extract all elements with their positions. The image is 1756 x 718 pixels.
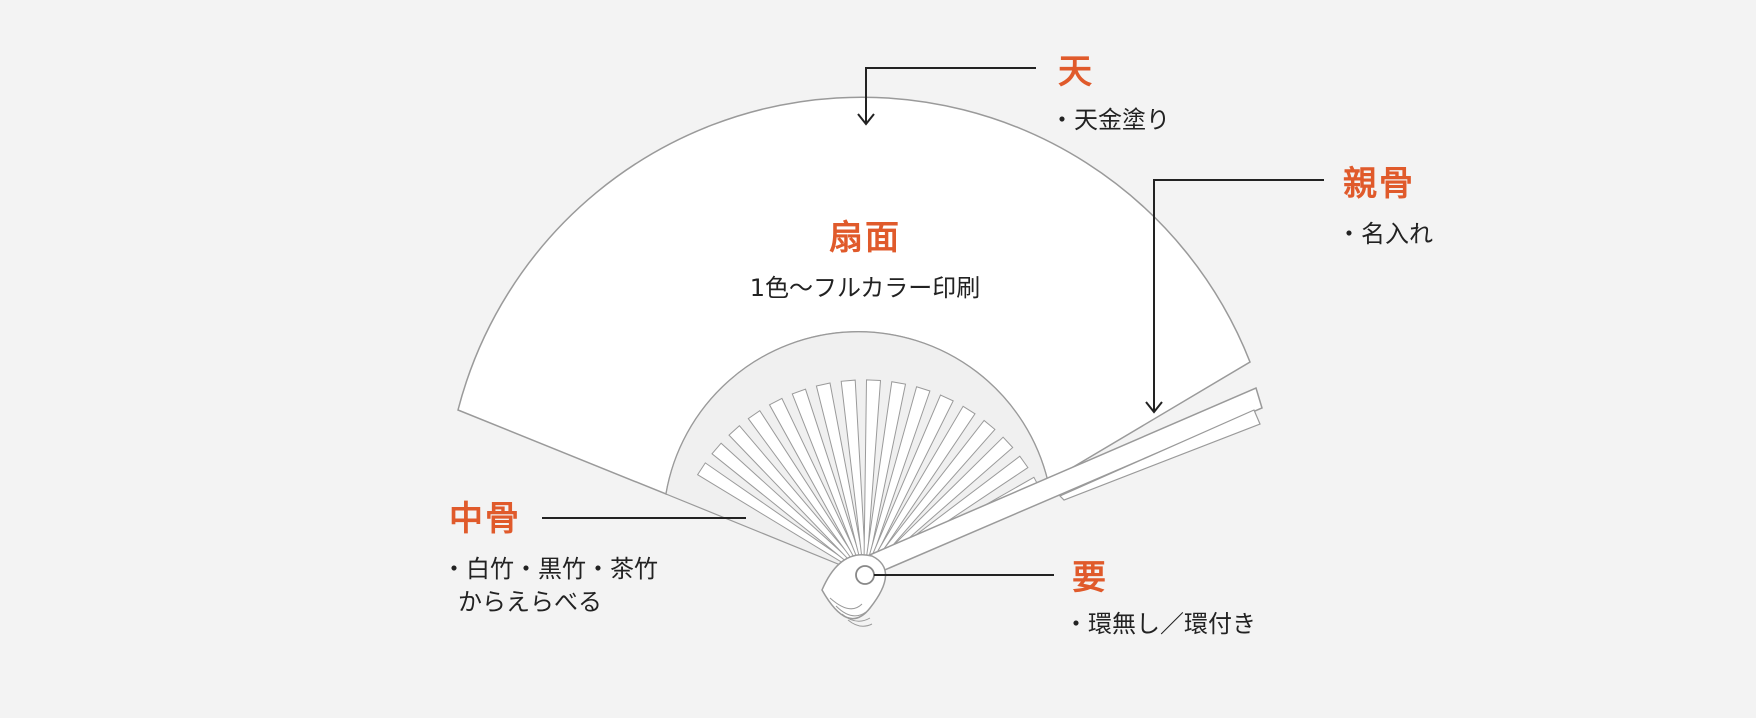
label-nakabone-note-line1: ・白竹・黒竹・茶竹 xyxy=(442,555,658,583)
label-ten-title: 天 xyxy=(1058,52,1094,92)
callout-oyabone xyxy=(1145,179,1324,414)
label-kaname-title: 要 xyxy=(1072,558,1108,598)
label-senmen-title: 扇面 xyxy=(829,218,901,258)
label-ten-note: ・天金塗り xyxy=(1050,106,1170,134)
label-senmen-note: 1色〜フルカラー印刷 xyxy=(749,274,981,302)
outer-rib-back xyxy=(1058,409,1261,501)
label-oyabone-note: ・名入れ xyxy=(1337,220,1433,248)
label-nakabone-note-line2: からえらべる xyxy=(458,588,602,616)
label-kaname-note: ・環無し／環付き xyxy=(1064,610,1256,638)
label-oyabone-title: 親骨 xyxy=(1343,164,1415,204)
pivot-ring xyxy=(855,565,875,585)
label-nakabone-title: 中骨 xyxy=(449,499,521,539)
pivot-base xyxy=(821,554,887,627)
callout-ten xyxy=(857,67,1036,126)
